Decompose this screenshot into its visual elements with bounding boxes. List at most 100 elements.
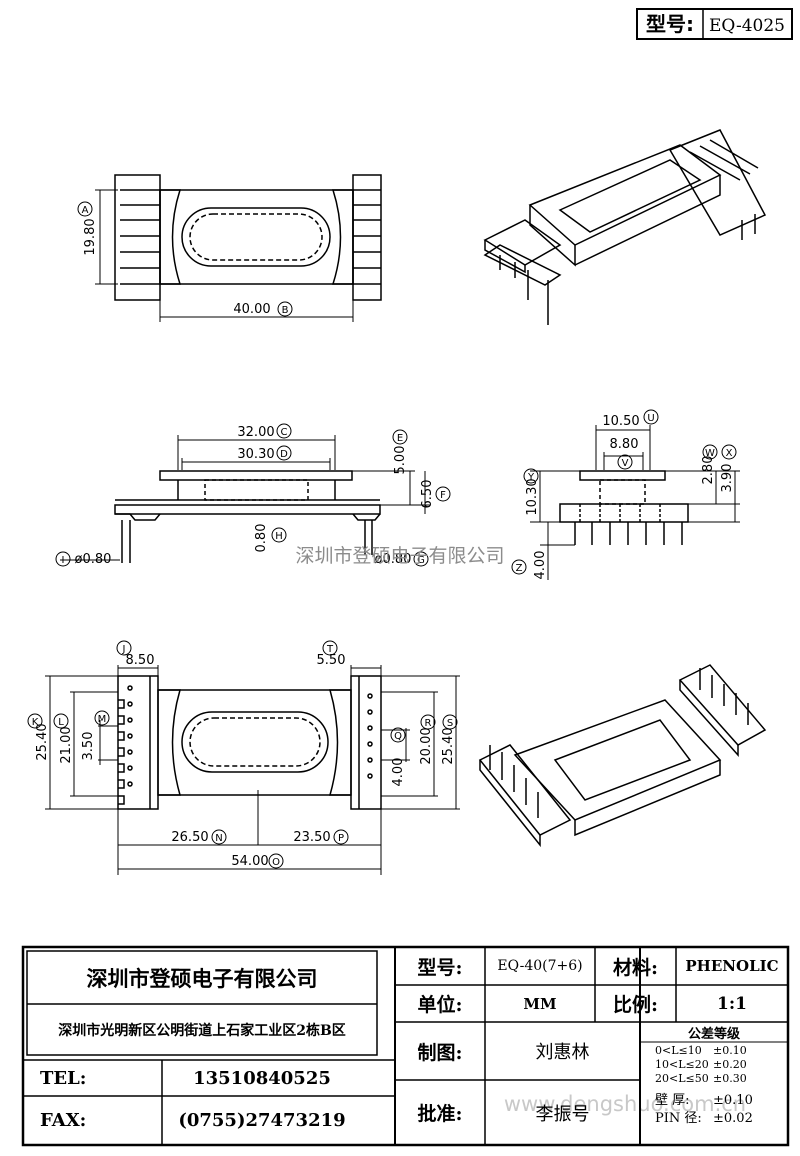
tag-o: O (272, 857, 280, 868)
fax-label: FAX: (40, 1110, 87, 1131)
material-value: PHENOLIC (685, 957, 779, 975)
side-view (530, 425, 740, 580)
tag-m: M (98, 714, 107, 725)
dim-g: ø0.80 (375, 552, 412, 567)
tag-c: C (281, 427, 288, 438)
tolerance-row-5: PIN 径: ±0.02 (655, 1107, 753, 1126)
drawn-label: 制图: (417, 1041, 463, 1064)
company-address: 深圳市光明新区公明街道上石家工业区2栋B区 (58, 1022, 346, 1039)
material-label: 材料: (612, 956, 658, 979)
tag-e: E (397, 433, 403, 444)
dim-o: 54.00 (231, 854, 268, 869)
scale-label: 比例: (612, 994, 658, 1016)
dim-z: 4.00 (533, 551, 548, 580)
bottom-view-dims: 8.50 J 5.50 T 25.40 K 21.00 L 3.50 M 4.0… (27, 640, 458, 869)
tolerance-range: PIN 径: (655, 1111, 702, 1126)
unit-value: MM (523, 994, 557, 1013)
front-view-dims: 32.00 C 30.30 D 5.00 E 6.50 F 0.80 H I ø… (55, 423, 451, 567)
fax-value: (0755)27473219 (178, 1110, 346, 1131)
top-view-dims: 19.80 A 40.00 B (77, 201, 293, 317)
dim-j: 8.50 (126, 653, 155, 668)
company-name: 深圳市登硕电子有限公司 (86, 965, 318, 991)
tolerance-range: 10<L≤20 (655, 1058, 709, 1071)
tag-k: K (32, 717, 39, 728)
tag-d: D (280, 449, 288, 460)
tag-p: P (338, 833, 344, 844)
dim-w: 2.80 (701, 456, 716, 485)
unit-label: 单位: (417, 994, 463, 1016)
tag-f: F (440, 490, 446, 501)
dim-u: 10.50 (602, 414, 639, 429)
dim-a: 19.80 (83, 218, 98, 255)
tag-g: G (417, 555, 425, 566)
dim-s: 25.40 (441, 727, 456, 764)
tel-label: TEL: (40, 1067, 87, 1089)
tag-l: L (58, 717, 64, 728)
tolerance-value: ±0.10 (713, 1044, 747, 1057)
tag-w: W (705, 448, 715, 459)
tolerance-value: ±0.30 (713, 1072, 747, 1085)
tag-i: I (62, 555, 65, 566)
dim-q: 4.00 (391, 758, 406, 787)
dim-p: 23.50 (293, 830, 330, 845)
tolerance-value: ±0.10 (713, 1093, 753, 1108)
tolerance-row-3: 20<L≤50 ±0.30 (655, 1072, 747, 1085)
dim-y: 10.30 (525, 478, 540, 515)
approved-value: 李振号 (535, 1103, 590, 1125)
tag-h: H (275, 531, 283, 542)
dim-k: 25.40 (35, 723, 50, 760)
side-view-dims: 10.50 U 8.80 V 2.80 W 3.90 X 10.30 Y 4.0… (511, 409, 737, 580)
dim-x: 3.90 (720, 464, 735, 493)
dim-f: 6.50 (420, 480, 435, 509)
model-value: EQ-40(7+6) (497, 958, 583, 974)
watermark-center: 深圳市登硕电子有限公司 (295, 545, 504, 567)
top-view (95, 174, 382, 322)
dim-h: 0.80 (254, 524, 269, 553)
tolerance-row-2: 10<L≤20 ±0.20 (655, 1058, 747, 1071)
tolerance-row-1: 0<L≤10±0.10 (655, 1044, 747, 1057)
tolerance-title: 公差等级 (687, 1026, 740, 1042)
drawn-value: 刘惠林 (535, 1042, 590, 1063)
scale-value: 1:1 (717, 993, 747, 1014)
header-model-value: EQ-4025 (709, 16, 785, 36)
tag-t: T (326, 644, 334, 655)
tel-value: 13510840525 (193, 1067, 331, 1089)
dim-b: 40.00 (233, 302, 270, 317)
tag-y: Y (527, 472, 535, 483)
tolerance-row-4: 壁 厚: ±0.10 (655, 1089, 753, 1108)
dim-e: 5.00 (393, 446, 408, 475)
dim-r: 20.00 (419, 727, 434, 764)
dim-v: 8.80 (610, 437, 639, 452)
tolerance-range: 20<L≤50 (655, 1072, 709, 1085)
tolerance-value: ±0.20 (713, 1058, 747, 1071)
tag-v: V (622, 458, 629, 469)
dim-l: 21.00 (59, 726, 74, 763)
tag-a: A (82, 205, 89, 216)
header-model-box: 型号: EQ-4025 (636, 8, 793, 40)
dim-m: 3.50 (81, 732, 96, 761)
dim-n: 26.50 (171, 830, 208, 845)
tag-b: B (282, 305, 289, 316)
approved-label: 批准: (417, 1103, 463, 1125)
dim-c: 32.00 (237, 425, 274, 440)
tag-x: X (726, 448, 733, 459)
title-block-frame (21, 945, 790, 1147)
tag-u: U (647, 413, 654, 424)
bottom-view (45, 665, 460, 875)
header-model-label: 型号: (646, 12, 694, 36)
tag-j: J (122, 644, 126, 655)
dim-t: 5.50 (317, 653, 346, 668)
tolerance-range: 壁 厚: (655, 1093, 690, 1108)
iso-view-top (483, 129, 767, 325)
model-label: 型号: (417, 956, 463, 979)
tag-q: Q (394, 731, 402, 742)
front-view (60, 435, 430, 563)
tolerance-value: ±0.02 (713, 1111, 753, 1126)
tag-s: S (447, 718, 453, 729)
dim-d: 30.30 (237, 447, 274, 462)
tag-z: Z (516, 563, 523, 574)
watermark-bottom: www.dengshuo.com.cn (504, 1092, 746, 1116)
tag-r: R (425, 718, 432, 729)
dim-i: ø0.80 (75, 552, 112, 567)
